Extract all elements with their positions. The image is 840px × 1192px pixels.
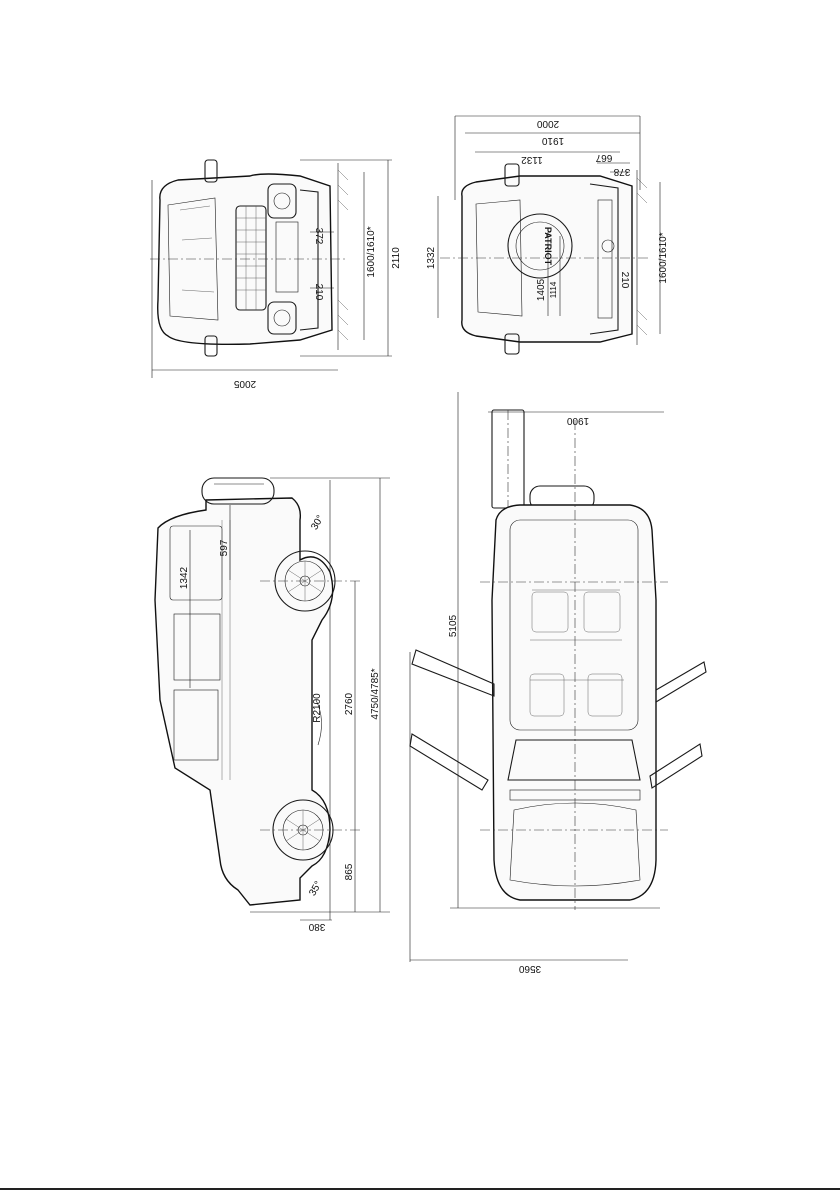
rear-dim-1600: 1600/1610* <box>658 232 669 283</box>
top-dim-width-doors-open: 3560 <box>518 963 541 974</box>
top-body-outline <box>492 505 656 900</box>
top-view: 5105 1900 3560 <box>410 392 706 974</box>
side-dim-front-angle: 35° <box>307 879 324 898</box>
rear-view: PATRIOT 2000 1910 1132 667 378 1332 1405… <box>426 116 669 354</box>
rear-dim-1332: 1332 <box>426 246 437 269</box>
side-dim-bumper: 380 <box>308 921 325 932</box>
side-dim-front-overhang: 865 <box>344 863 355 880</box>
rear-dim-1405: 1405 <box>536 278 547 301</box>
rear-dim-1132: 1132 <box>521 154 543 165</box>
side-dim-turn-radius: R2100 <box>312 693 323 723</box>
top-dim-width: 1900 <box>566 415 589 426</box>
side-dim-length: 4750/4785* <box>370 668 381 719</box>
front-dim-1600: 1600/1610* <box>366 226 377 277</box>
front-dim-210: 210 <box>313 284 324 301</box>
side-view: 4750/4785* 2760 865 597 1342 R2100 30° 3… <box>155 478 390 932</box>
side-body-outline <box>155 498 333 905</box>
side-dim-door-height: 1342 <box>179 566 190 589</box>
top-dim-length-doors: 5105 <box>448 614 459 637</box>
rear-ground-hatch <box>637 170 647 345</box>
rear-dim-1114: 1114 <box>549 281 558 298</box>
side-dim-wheelbase: 2760 <box>344 692 355 715</box>
front-view: 2005 1600/1610* 2110 372 210 <box>150 160 402 389</box>
front-dim-2110: 2110 <box>391 247 402 269</box>
front-dim-2005: 2005 <box>233 378 256 389</box>
rear-dim-378: 378 <box>613 166 630 177</box>
rear-dim-667: 667 <box>595 152 612 163</box>
front-dim-372: 372 <box>313 228 324 245</box>
rear-dim-2000: 2000 <box>536 118 559 129</box>
page-bottom-rule <box>0 1188 840 1190</box>
side-dim-rear-overhang: 597 <box>219 539 230 556</box>
rear-dim-210: 210 <box>619 272 630 289</box>
rear-dim-1910: 1910 <box>541 135 564 146</box>
front-ground-hatch <box>338 163 348 350</box>
side-dim-rear-angle: 30° <box>309 513 326 532</box>
